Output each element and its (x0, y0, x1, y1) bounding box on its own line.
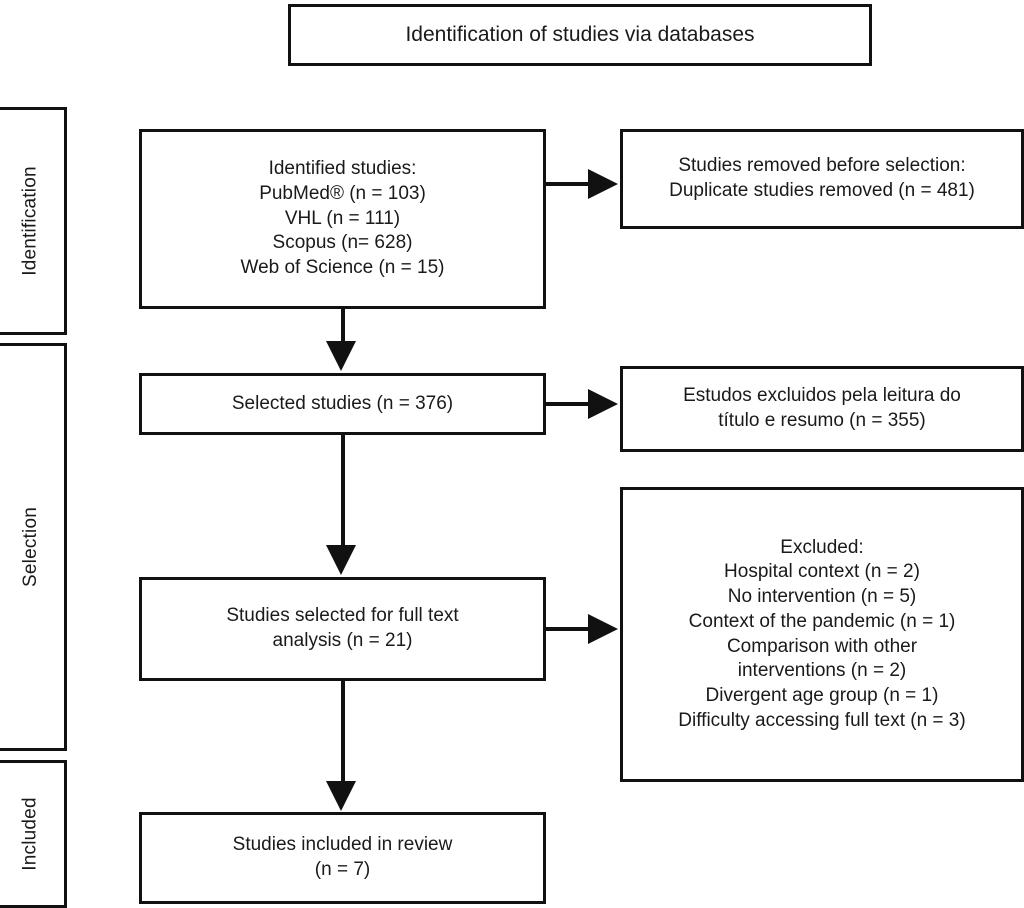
studies-included-line-2: (n = 7) (314, 859, 371, 880)
connector-identified-to-removed-line (546, 182, 594, 186)
identified-studies-line-5: Web of Science (n = 15) (240, 257, 445, 279)
connector-selected-to-excluded-arrow-icon (588, 389, 618, 419)
identified-studies-line-4: Scopus (n= 628) (272, 232, 413, 254)
box-excluded-fulltext: Excluded: Hospital context (n = 2) No in… (620, 487, 1024, 782)
connector-fulltext-to-included-arrow-icon (326, 781, 356, 811)
connector-selected-to-fulltext-line (341, 435, 345, 545)
box-selected-studies: Selected studies (n = 376) (139, 373, 546, 435)
connector-fulltext-to-included-line (341, 681, 345, 781)
connector-fulltext-to-excluded-arrow-icon (588, 614, 618, 644)
connector-identified-to-selected-arrow-icon (326, 341, 356, 371)
fulltext-analysis-lines: Studies selected for full text analysis … (142, 604, 543, 653)
box-fulltext-analysis: Studies selected for full text analysis … (139, 577, 546, 681)
box-studies-included-in-review: Studies included in review (n = 7) (139, 812, 546, 904)
diagram-title-box: Identification of studies via databases (288, 4, 872, 66)
diagram-title-text: Identification of studies via databases (405, 23, 755, 47)
connector-fulltext-to-excluded-line (546, 627, 594, 631)
stage-label-selection-text: Selection (19, 507, 41, 587)
identified-studies-lines: Identified studies: PubMed® (n = 103) VH… (142, 157, 543, 280)
stage-label-selection: Selection (0, 343, 67, 751)
excluded-fulltext-line-4: Context of the pandemic (n = 1) (688, 610, 956, 632)
connector-identified-to-removed-arrow-icon (588, 169, 618, 199)
excluded-fulltext-line-3: No intervention (n = 5) (727, 586, 917, 608)
selected-studies-line-1: Selected studies (n = 376) (231, 392, 454, 414)
excluded-fulltext-lines: Excluded: Hospital context (n = 2) No in… (623, 536, 1021, 734)
studies-removed-lines: Studies removed before selection: Duplic… (623, 154, 1021, 203)
connector-selected-to-fulltext-arrow-icon (326, 545, 356, 575)
stage-label-identification: Identification (0, 107, 67, 335)
fulltext-analysis-line-1: Studies selected for full text (226, 605, 459, 627)
excluded-fulltext-line-1: Excluded: (780, 536, 864, 558)
identified-studies-line-3: VHL (n = 111) (284, 207, 401, 229)
fulltext-analysis-line-2: analysis (n = 21) (272, 630, 413, 651)
identified-studies-line-2: PubMed® (n = 103) (259, 182, 426, 204)
connector-selected-to-excluded-line (546, 402, 594, 406)
box-excluded-screening: Estudos excluidos pela leitura do título… (620, 366, 1024, 452)
connector-identified-to-selected-line (341, 309, 345, 349)
excluded-fulltext-line-6: interventions (n = 2) (737, 660, 907, 682)
studies-included-line-1: Studies included in review (232, 834, 453, 856)
box-studies-removed: Studies removed before selection: Duplic… (620, 129, 1024, 229)
identified-studies-line-1: Identified studies: (268, 158, 417, 180)
selected-studies-lines: Selected studies (n = 376) (142, 392, 543, 417)
excluded-fulltext-line-8: Difficulty accessing full text (n = 3) (678, 709, 966, 731)
stage-label-identification-text: Identification (19, 166, 41, 276)
excluded-fulltext-line-7: Divergent age group (n = 1) (705, 684, 939, 706)
stage-label-included-text: Included (19, 797, 41, 871)
studies-removed-line-2: Duplicate studies removed (n = 481) (669, 180, 975, 201)
excluded-screening-lines: Estudos excluidos pela leitura do título… (623, 384, 1021, 433)
diagram-title-lines: Identification of studies via databases (291, 21, 869, 48)
excluded-fulltext-line-5: Comparison with other (726, 635, 918, 657)
excluded-screening-line-2: título e resumo (n = 355) (718, 410, 926, 431)
box-identified-studies: Identified studies: PubMed® (n = 103) VH… (139, 129, 546, 309)
stage-label-included: Included (0, 760, 67, 908)
excluded-screening-line-1: Estudos excluidos pela leitura do (683, 385, 961, 407)
studies-removed-line-1: Studies removed before selection: (678, 155, 966, 177)
studies-included-lines: Studies included in review (n = 7) (142, 833, 543, 882)
excluded-fulltext-line-2: Hospital context (n = 2) (724, 561, 920, 583)
